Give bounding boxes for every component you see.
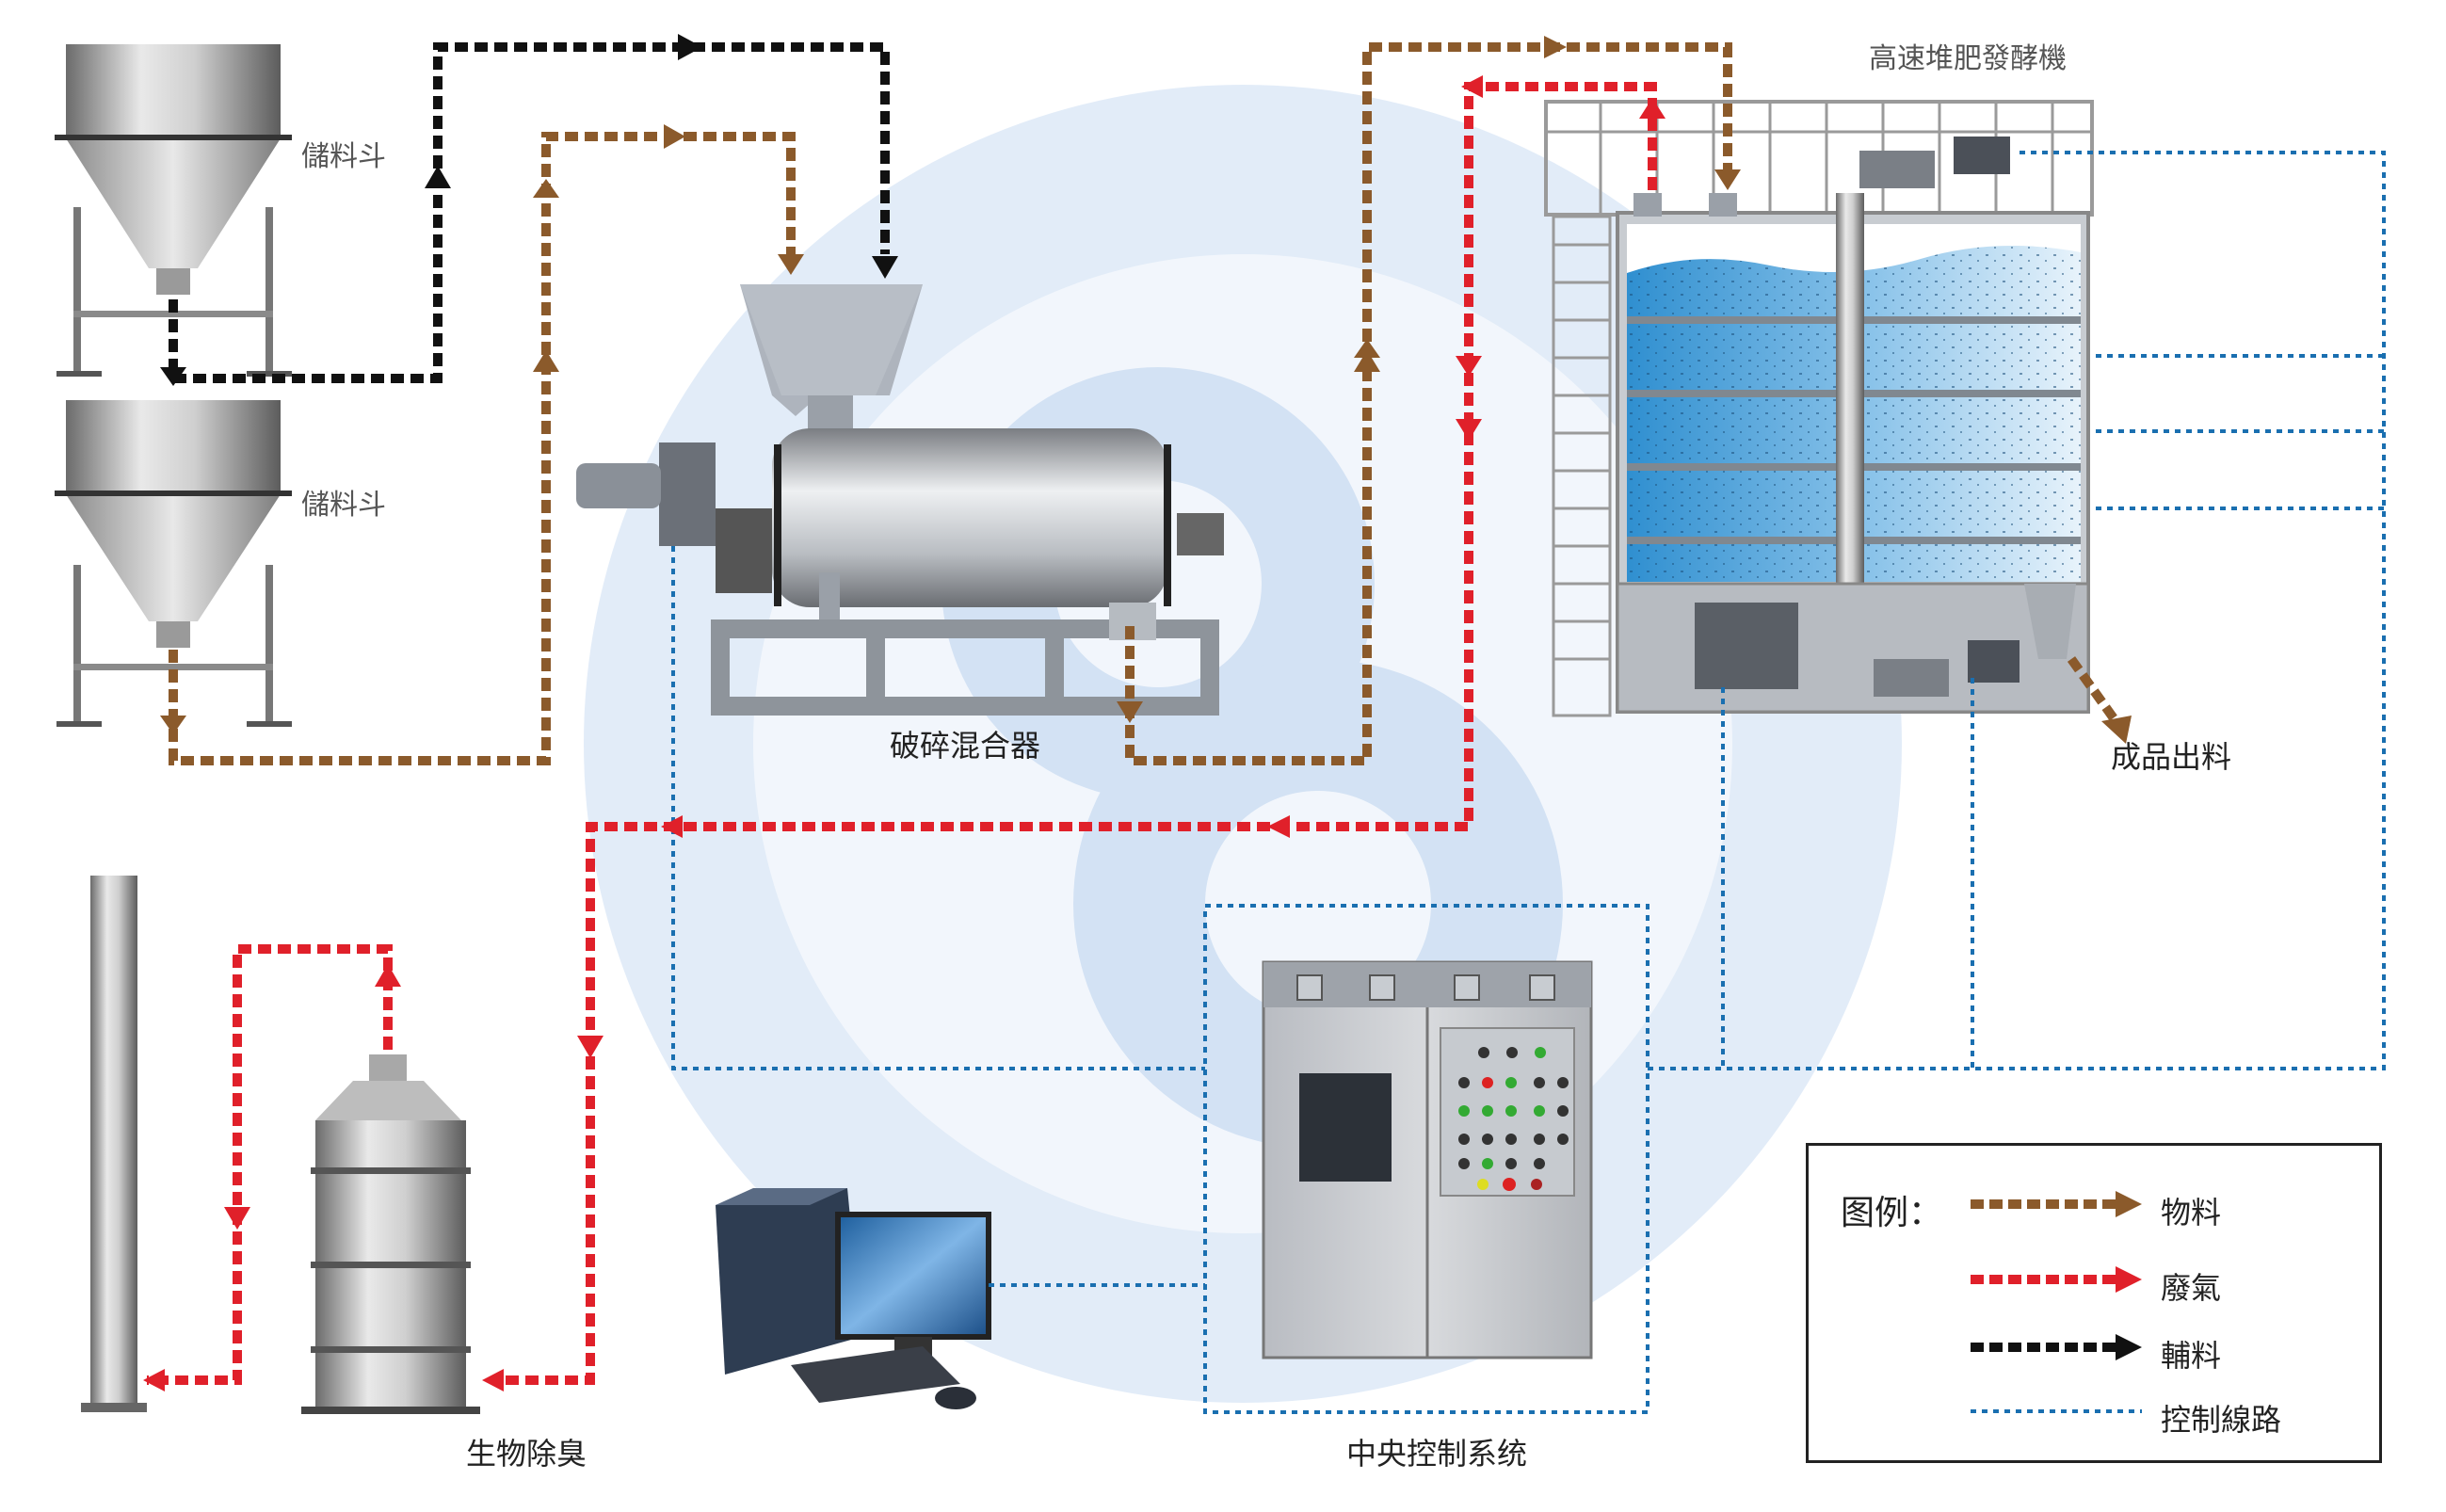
material-arrow-icon xyxy=(1971,1191,2142,1217)
legend-label-control: 控制線路 xyxy=(2161,1402,2282,1438)
hopper-top-label: 儲料斗 xyxy=(301,140,386,173)
legend-label-auxiliary: 輔料 xyxy=(2161,1338,2222,1374)
legend-item-control: 控制線路 xyxy=(1967,1392,2362,1438)
control-line-icon xyxy=(1971,1409,2142,1413)
crusher-mixer-label: 破碎混合器 xyxy=(890,728,1041,764)
material-arrowheads xyxy=(160,36,2132,744)
product-out-label: 成品出料 xyxy=(2111,739,2232,775)
hopper-bottom xyxy=(55,400,292,727)
auxiliary-arrowheads xyxy=(160,34,898,386)
central-control-label: 中央控制系统 xyxy=(1346,1436,1528,1472)
hopper-top xyxy=(55,44,292,377)
exhaust-arrow-icon xyxy=(1971,1266,2142,1293)
auxiliary-arrow-icon xyxy=(1971,1334,2142,1360)
legend-item-material: 物料 xyxy=(1967,1185,2362,1231)
legend-label-material: 物料 xyxy=(2161,1195,2222,1231)
legend: 图例： 物料 廢氣 輔料 控制線路 xyxy=(1806,1143,2382,1463)
legend-label-exhaust: 廢氣 xyxy=(2161,1270,2222,1306)
auxiliary-flow xyxy=(169,42,890,383)
control-cabinet xyxy=(1262,960,1593,1359)
legend-title: 图例： xyxy=(1841,1194,1943,1232)
bio-deodorizer-label: 生物除臭 xyxy=(466,1436,587,1472)
computer-workstation xyxy=(716,1188,991,1409)
crusher-mixer xyxy=(576,284,1224,716)
control-lines xyxy=(671,151,2386,1414)
legend-item-auxiliary: 輔料 xyxy=(1967,1328,2362,1374)
material-flow xyxy=(169,42,2123,765)
fermenter-label: 高速堆肥發酵機 xyxy=(1869,42,2067,75)
hopper-bottom-label: 儲料斗 xyxy=(301,489,386,522)
fermenter xyxy=(1544,100,2094,717)
legend-item-exhaust: 廢氣 xyxy=(1967,1261,2362,1306)
bio-deodorizer xyxy=(81,876,480,1414)
exhaust-arrowheads xyxy=(143,75,1666,1391)
